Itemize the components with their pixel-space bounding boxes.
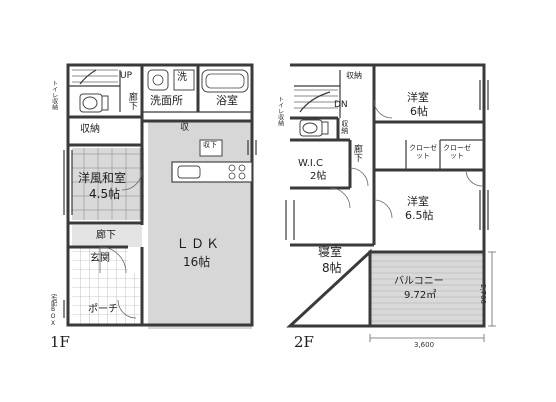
western1-name-label: 洋室: [407, 91, 429, 104]
floor1-label: 1F: [50, 333, 70, 351]
western2-size-label: 6.5帖: [405, 209, 434, 222]
stairs-2f: [294, 89, 338, 113]
toilet-storage-2f-label: トイレ収納: [276, 96, 284, 126]
entrance-label: 玄関: [90, 253, 110, 264]
storage-2f-label: 収納: [346, 71, 362, 80]
balcony-floor: [370, 252, 484, 326]
balcony-size-label: 9.72㎡: [404, 290, 437, 301]
closet1-label: クローゼット: [409, 144, 437, 160]
ldk-size-label: 16帖: [183, 255, 211, 269]
dn-label: DN: [334, 100, 348, 110]
hallway-mid-1f-label: 廊下: [96, 230, 116, 241]
hallway-2f-label: 廊下: [351, 144, 362, 162]
wash-label: 洗: [177, 72, 187, 83]
depth-dimension-label: 2,700: [479, 284, 487, 305]
up-label: UP: [120, 71, 133, 81]
bedroom-size-label: 8帖: [322, 261, 342, 275]
washitsu-name-label: 洋風和室: [78, 171, 127, 185]
floor1-outer-wall: [66, 63, 254, 327]
floor2-label: 2F: [294, 333, 314, 351]
western2-name-label: 洋室: [407, 195, 429, 208]
floor1-plan: [63, 63, 257, 329]
bedroom-name-label: 寝室: [318, 245, 343, 259]
washitsu-size-label: 4.5帖: [89, 187, 121, 201]
bathtub: [201, 69, 249, 93]
bath-label: 浴室: [216, 94, 238, 107]
wic-name-label: W.I.C: [298, 158, 324, 169]
hallway-top-1f-label: 廊下: [126, 92, 137, 110]
dimension-lines: [369, 251, 496, 342]
hall-floor: [72, 225, 142, 247]
fridge-space: [199, 139, 223, 157]
stairs-1f: [72, 69, 118, 85]
toilet-2f: [299, 119, 329, 137]
storage-mark-1f-label: 収: [180, 123, 190, 133]
floor2-plan: [285, 63, 496, 342]
ldk-name-label: ＬＤＫ: [176, 237, 222, 252]
porch-floor: [72, 273, 142, 325]
storage-side-2f-label: 収納: [340, 120, 349, 134]
washroom-label: 洗面所: [150, 94, 183, 107]
wic-size-label: 2帖: [310, 171, 327, 182]
closet2-label: クローゼット: [443, 144, 471, 160]
width-dimension-label: 3,600: [414, 341, 435, 349]
shelf-1f-label: 収下: [203, 141, 217, 149]
toilet-1f: [79, 93, 109, 113]
storage-1f-label: 収納: [80, 124, 100, 135]
porch-label: ポーチ: [88, 304, 118, 315]
delivery-box-label: 宅配BOX: [49, 294, 57, 327]
balcony-name-label: バルコニー: [394, 276, 444, 287]
wash-basin: [147, 69, 169, 91]
floor2-outer-wall: [286, 63, 486, 328]
kitchen-counter: [171, 161, 253, 183]
toilet-storage-1f-label: トイレ収納: [50, 80, 58, 110]
washitsu-floor: [72, 148, 144, 220]
washing-machine: [173, 69, 195, 91]
western1-size-label: 6帖: [410, 105, 428, 118]
